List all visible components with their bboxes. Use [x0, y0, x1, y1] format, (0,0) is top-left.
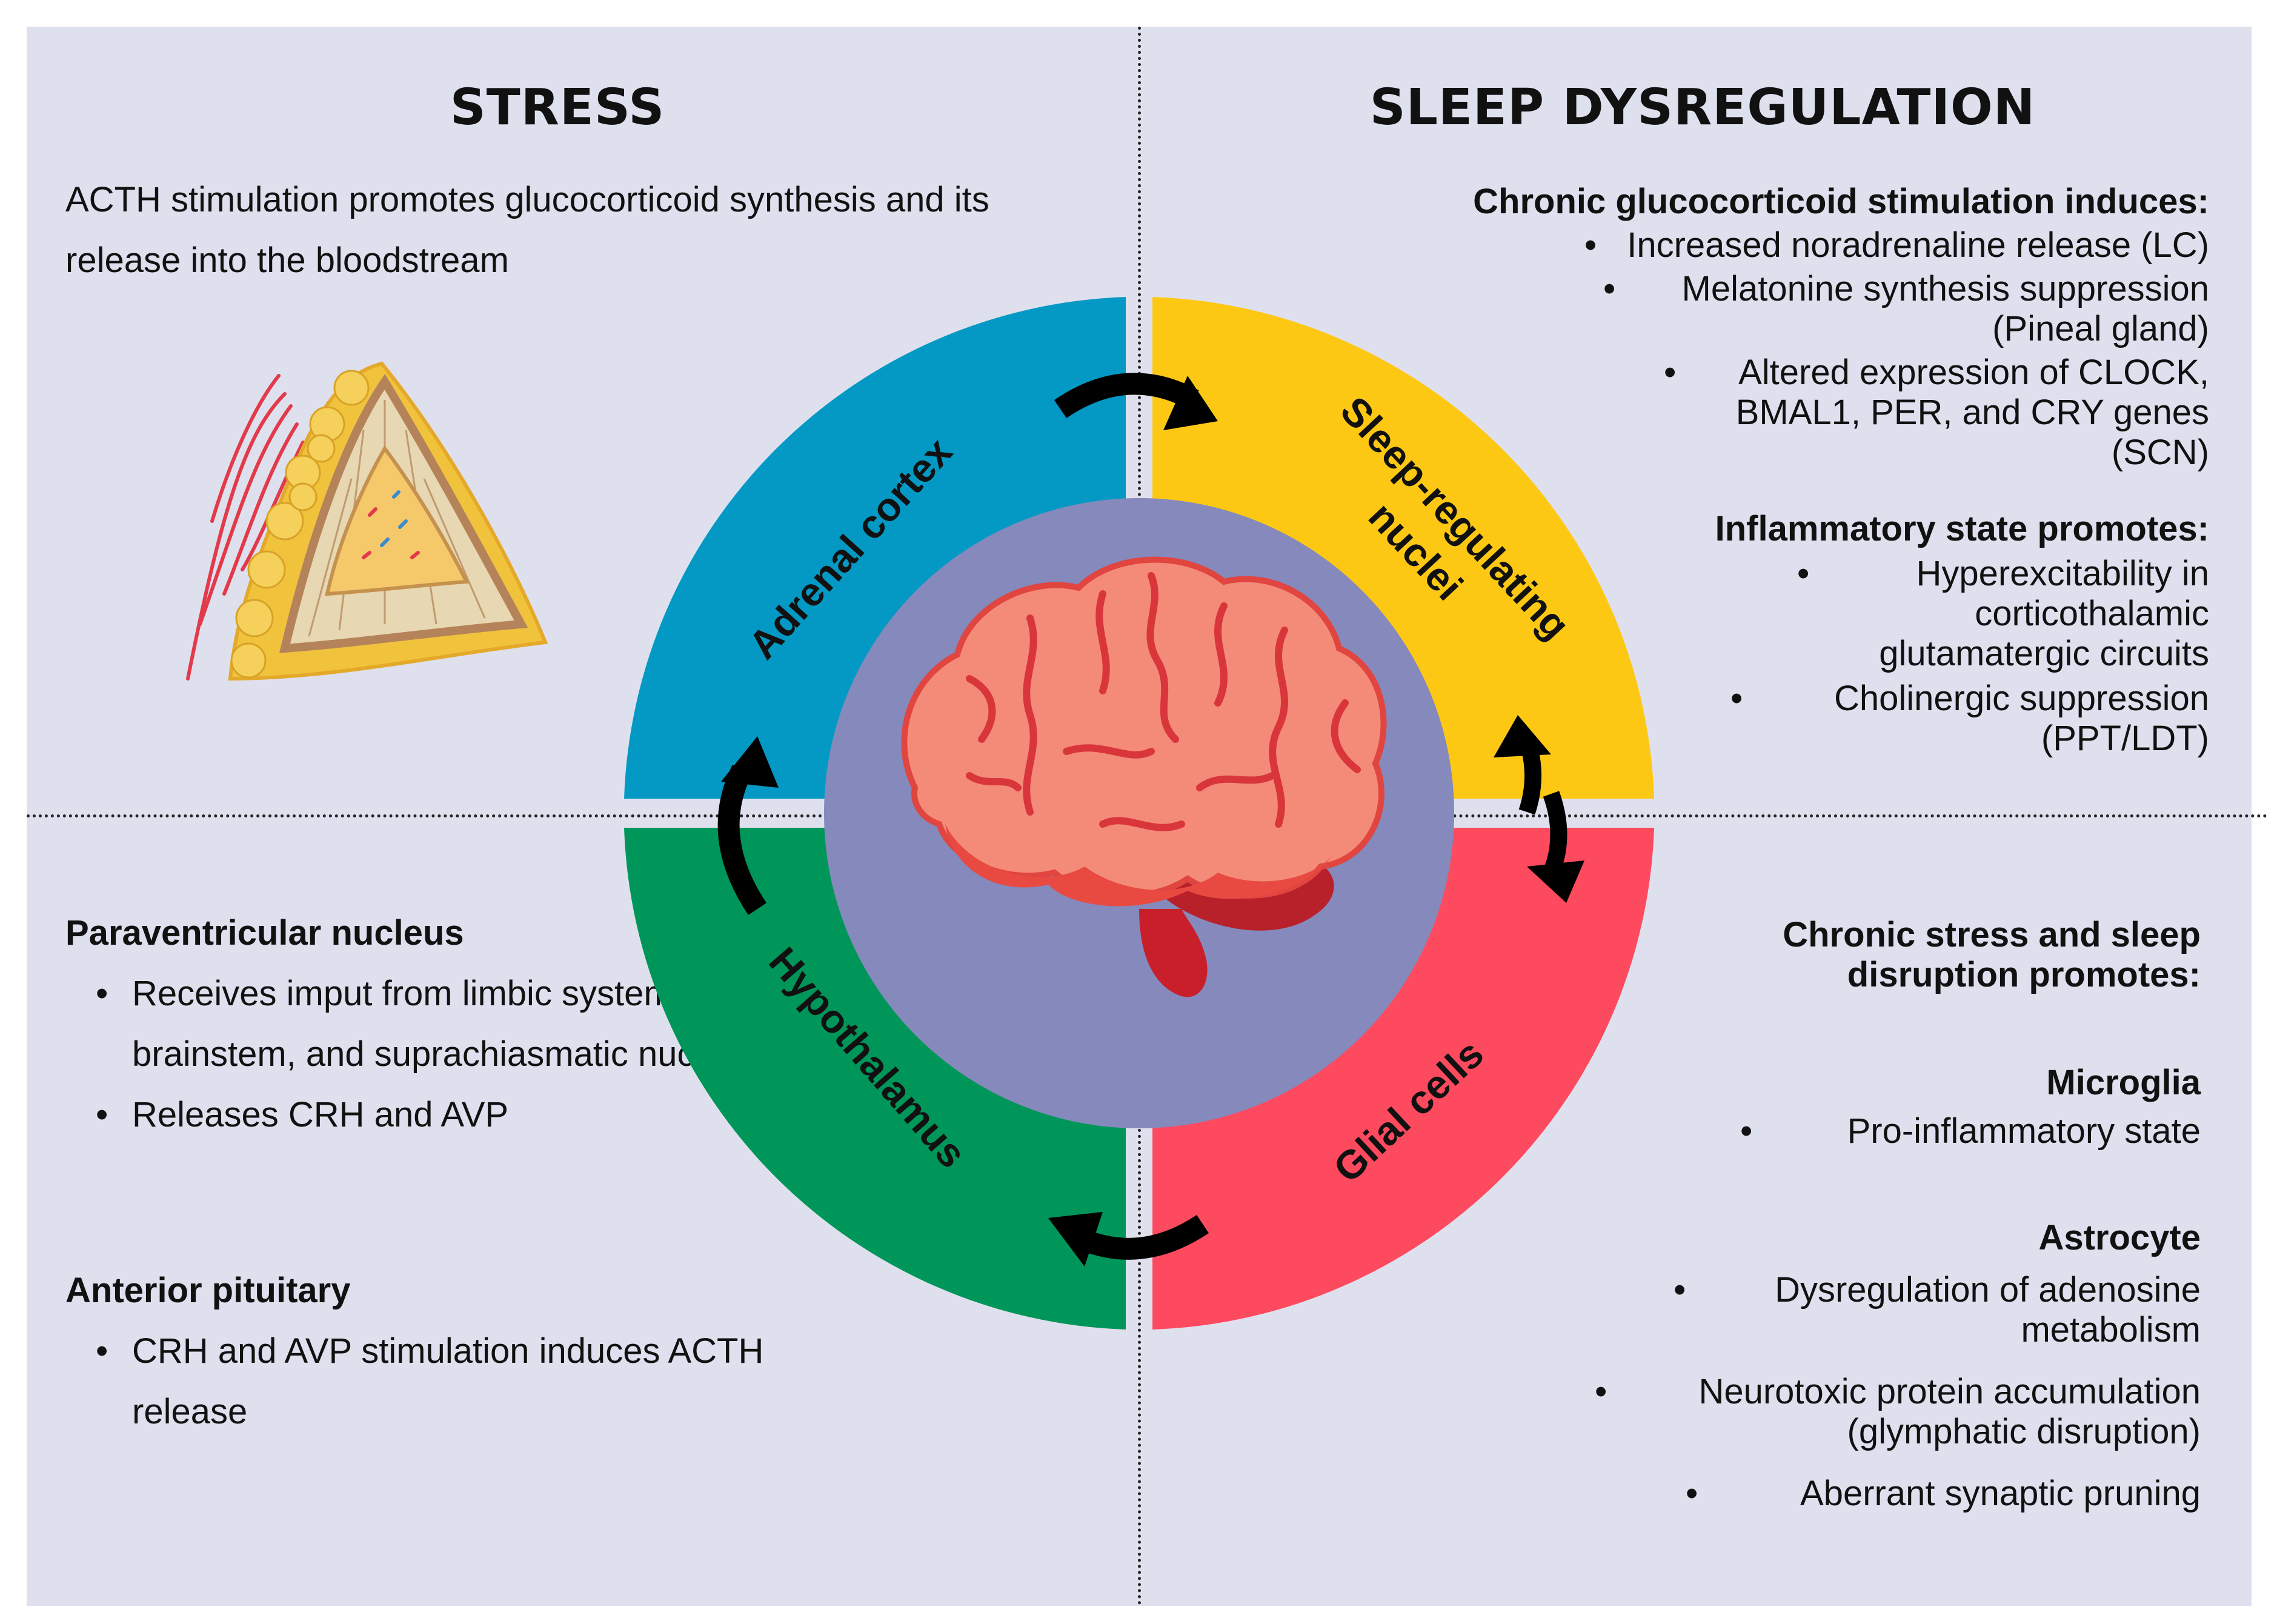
- list-item: Releases CRH and AVP: [65, 1085, 805, 1145]
- inflam-section: Inflammatory state promotes: •Hyperexcit…: [1333, 509, 2209, 759]
- arrow-adrenal-to-sleep: [1054, 373, 1218, 430]
- stress-intro: ACTH stimulation promotes glucocorticoid…: [65, 180, 989, 280]
- cycle-diagram: Adrenal cortex Sleep-regulating nuclei G…: [624, 297, 1654, 1329]
- astrocyte-section: Astrocyte •Dysregulation of adenosine me…: [1333, 1218, 2201, 1514]
- list-item: •Cholinergic suppression (PPT/LDT): [1730, 679, 2209, 758]
- stress-title: STRESS: [450, 79, 665, 136]
- arrow-sleep-glial-bidirectional: [1494, 715, 1584, 903]
- list-item: •Altered expression of CLOCK, BMAL1, PER…: [1664, 353, 2209, 472]
- list-item: •Melatonine synthesis suppression (Pinea…: [1603, 269, 2209, 348]
- adrenal-gland-icon: [186, 361, 548, 681]
- pituitary-section: Anterior pituitary CRH and AVP stimulati…: [65, 1260, 805, 1442]
- pituitary-list: CRH and AVP stimulation induces ACTH rel…: [65, 1321, 805, 1442]
- brain-icon: [901, 556, 1387, 997]
- chronic-title: Chronic stress and sleep disruption prom…: [1783, 915, 2201, 994]
- chronic-section: Chronic stress and sleep disruption prom…: [1636, 915, 2201, 995]
- pvn-list: Receives imput from limbic system, brain…: [65, 963, 805, 1145]
- list-item: •Hyperexcitability in corticothalamic gl…: [1797, 554, 2209, 673]
- arrow-glial-to-hypothalamus: [1048, 1212, 1209, 1266]
- astrocyte-title: Astrocyte: [2038, 1218, 2201, 1257]
- list-item: •Increased noradrenaline release (LC): [1584, 225, 2209, 265]
- pituitary-title: Anterior pituitary: [65, 1271, 351, 1310]
- list-item: •Neurotoxic protein accumulation (glymph…: [1595, 1372, 2201, 1451]
- list-item: •Aberrant synaptic pruning: [1686, 1474, 2201, 1513]
- list-item: CRH and AVP stimulation induces ACTH rel…: [65, 1321, 805, 1442]
- list-item: •Pro-inflammatory state: [1740, 1111, 2201, 1151]
- gluco-title: Chronic glucocorticoid stimulation induc…: [1473, 182, 2209, 221]
- pvn-title: Paraventricular nucleus: [65, 913, 464, 953]
- gluco-section: Chronic glucocorticoid stimulation induc…: [1333, 182, 2209, 473]
- list-item: •Dysregulation of adenosine metabolism: [1674, 1270, 2201, 1349]
- microglia-title: Microglia: [2046, 1063, 2201, 1102]
- pvn-section: Paraventricular nucleus Receives imput f…: [65, 903, 805, 1145]
- inflam-title: Inflammatory state promotes:: [1715, 509, 2209, 548]
- sleep-title: SLEEP DYSREGULATION: [1369, 79, 2036, 136]
- list-item: Receives imput from limbic system, brain…: [65, 963, 805, 1085]
- arrow-hypothalamus-to-adrenal: [717, 736, 779, 915]
- microglia-section: Microglia •Pro-inflammatory state: [1333, 1063, 2201, 1151]
